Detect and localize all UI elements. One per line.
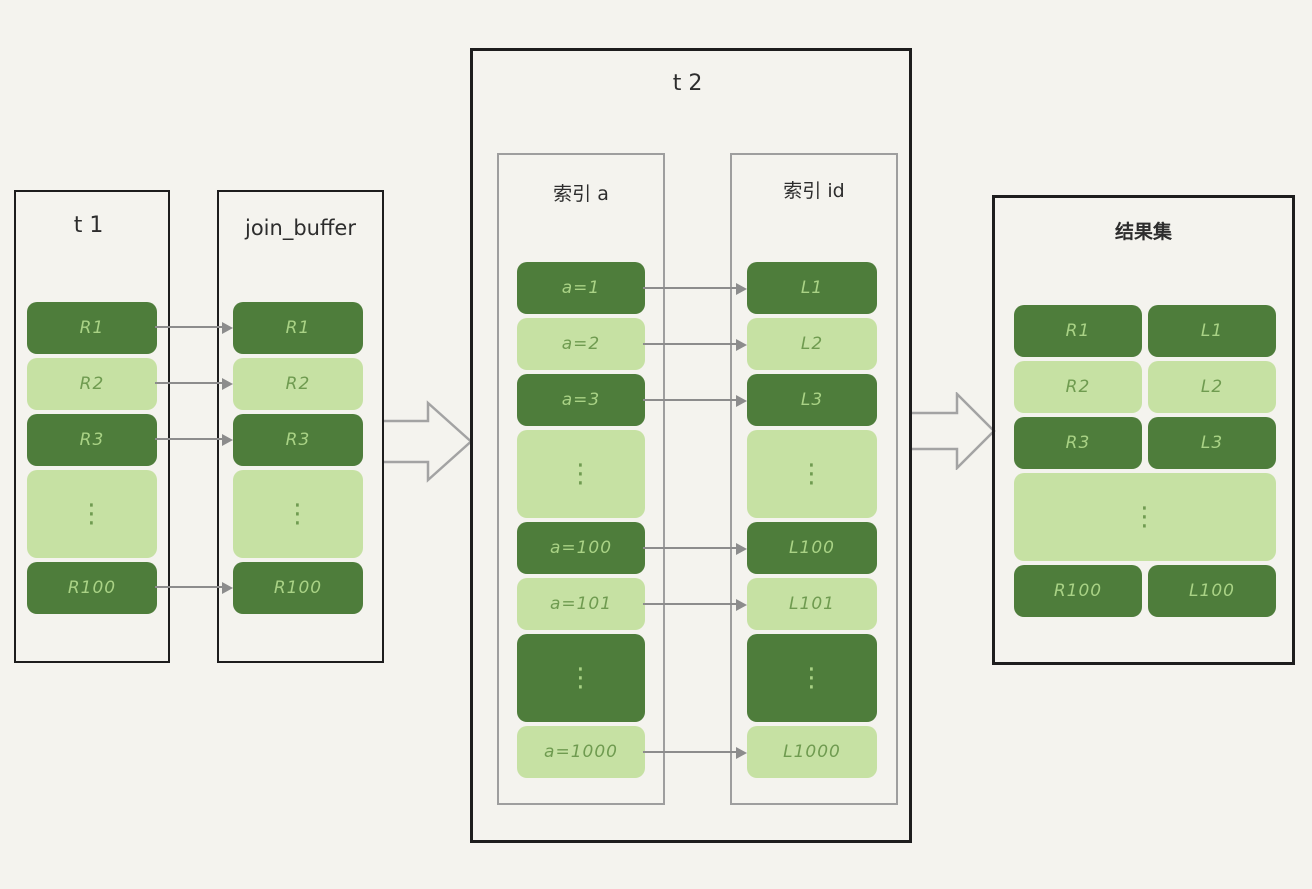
t1-row-r100: R100 bbox=[27, 562, 157, 614]
result-cell-l2: L2 bbox=[1148, 361, 1276, 413]
index-a-row-a101: a=101 bbox=[517, 578, 645, 630]
result-cell-r2: R2 bbox=[1014, 361, 1142, 413]
index-id-row-l1: L1 bbox=[747, 262, 877, 314]
index-a-row-a2: a=2 bbox=[517, 318, 645, 370]
arrow-t1-r1-to-buffer-icon bbox=[155, 322, 233, 334]
join-buffer-rows: R1 R2 R3 ⋮ R100 bbox=[233, 302, 363, 614]
t2-title: t2 bbox=[672, 71, 710, 96]
arrow-t1-r2-to-buffer-icon bbox=[155, 378, 233, 390]
index-a-title: 索引 a bbox=[553, 183, 609, 205]
index-id-title: 索引 id bbox=[783, 180, 845, 202]
join-buffer-box bbox=[217, 190, 384, 663]
arrow-t1-r3-to-buffer-icon bbox=[155, 434, 233, 446]
jb-row-r3: R3 bbox=[233, 414, 363, 466]
jb-row-r1: R1 bbox=[233, 302, 363, 354]
t1-row-r2: R2 bbox=[27, 358, 157, 410]
index-a-row-a100: a=100 bbox=[517, 522, 645, 574]
index-a-rows: a=1 a=2 a=3 ⋮ a=100 a=101 ⋮ a=1000 bbox=[517, 262, 645, 778]
index-a-row-a1000: a=1000 bbox=[517, 726, 645, 778]
result-cell-l1: L1 bbox=[1148, 305, 1276, 357]
t1-box bbox=[14, 190, 170, 663]
arrow-a2-to-l2-icon bbox=[643, 339, 747, 351]
index-id-row-l101: L101 bbox=[747, 578, 877, 630]
result-cell-r1: R1 bbox=[1014, 305, 1142, 357]
index-a-row-a3: a=3 bbox=[517, 374, 645, 426]
index-id-row-ellipsis-1: ⋮ bbox=[747, 430, 877, 518]
result-row-4: R100 L100 bbox=[1014, 565, 1276, 617]
flow-arrow-buffer-to-t2-icon bbox=[384, 400, 473, 483]
result-row-1: R1 L1 bbox=[1014, 305, 1276, 357]
join-buffer-title: join_buffer bbox=[245, 216, 356, 240]
index-a-box bbox=[497, 153, 665, 805]
result-cell-r3: R3 bbox=[1014, 417, 1142, 469]
index-a-row-ellipsis-2: ⋮ bbox=[517, 634, 645, 722]
index-id-row-ellipsis-2: ⋮ bbox=[747, 634, 877, 722]
arrow-a1000-to-l1000-icon bbox=[643, 747, 747, 759]
index-a-row-a1: a=1 bbox=[517, 262, 645, 314]
t2-box bbox=[470, 48, 912, 843]
t1-title: t1 bbox=[73, 213, 111, 238]
arrow-a1-to-l1-icon bbox=[643, 283, 747, 295]
arrow-a3-to-l3-icon bbox=[643, 395, 747, 407]
result-row-ellipsis: ⋮ bbox=[1014, 473, 1276, 561]
result-set-title: 结果集 bbox=[1114, 221, 1172, 243]
arrow-a100-to-l100-icon bbox=[643, 543, 747, 555]
index-id-box bbox=[730, 153, 898, 805]
t1-rows: R1 R2 R3 ⋮ R100 bbox=[27, 302, 157, 614]
index-id-row-l100: L100 bbox=[747, 522, 877, 574]
t1-row-ellipsis: ⋮ bbox=[27, 470, 157, 558]
jb-row-r2: R2 bbox=[233, 358, 363, 410]
result-cell-l3: L3 bbox=[1148, 417, 1276, 469]
index-id-rows: L1 L2 L3 ⋮ L100 L101 ⋮ L1000 bbox=[747, 262, 877, 778]
index-id-row-l3: L3 bbox=[747, 374, 877, 426]
jb-row-r100: R100 bbox=[233, 562, 363, 614]
jb-row-ellipsis: ⋮ bbox=[233, 470, 363, 558]
result-set-rows: R1 L1 R2 L2 R3 L3 ⋮ R100 L100 bbox=[1014, 305, 1276, 617]
index-id-row-l2: L2 bbox=[747, 318, 877, 370]
index-a-row-ellipsis-1: ⋮ bbox=[517, 430, 645, 518]
arrow-t1-r100-to-buffer-icon bbox=[155, 582, 233, 594]
result-set-box bbox=[992, 195, 1295, 665]
result-cell-l100: L100 bbox=[1148, 565, 1276, 617]
flow-arrow-t2-to-result-icon bbox=[912, 392, 996, 470]
result-cell-r100: R100 bbox=[1014, 565, 1142, 617]
result-row-3: R3 L3 bbox=[1014, 417, 1276, 469]
result-row-2: R2 L2 bbox=[1014, 361, 1276, 413]
arrow-a101-to-l101-icon bbox=[643, 599, 747, 611]
index-id-row-l1000: L1000 bbox=[747, 726, 877, 778]
t1-row-r3: R3 bbox=[27, 414, 157, 466]
t1-row-r1: R1 bbox=[27, 302, 157, 354]
